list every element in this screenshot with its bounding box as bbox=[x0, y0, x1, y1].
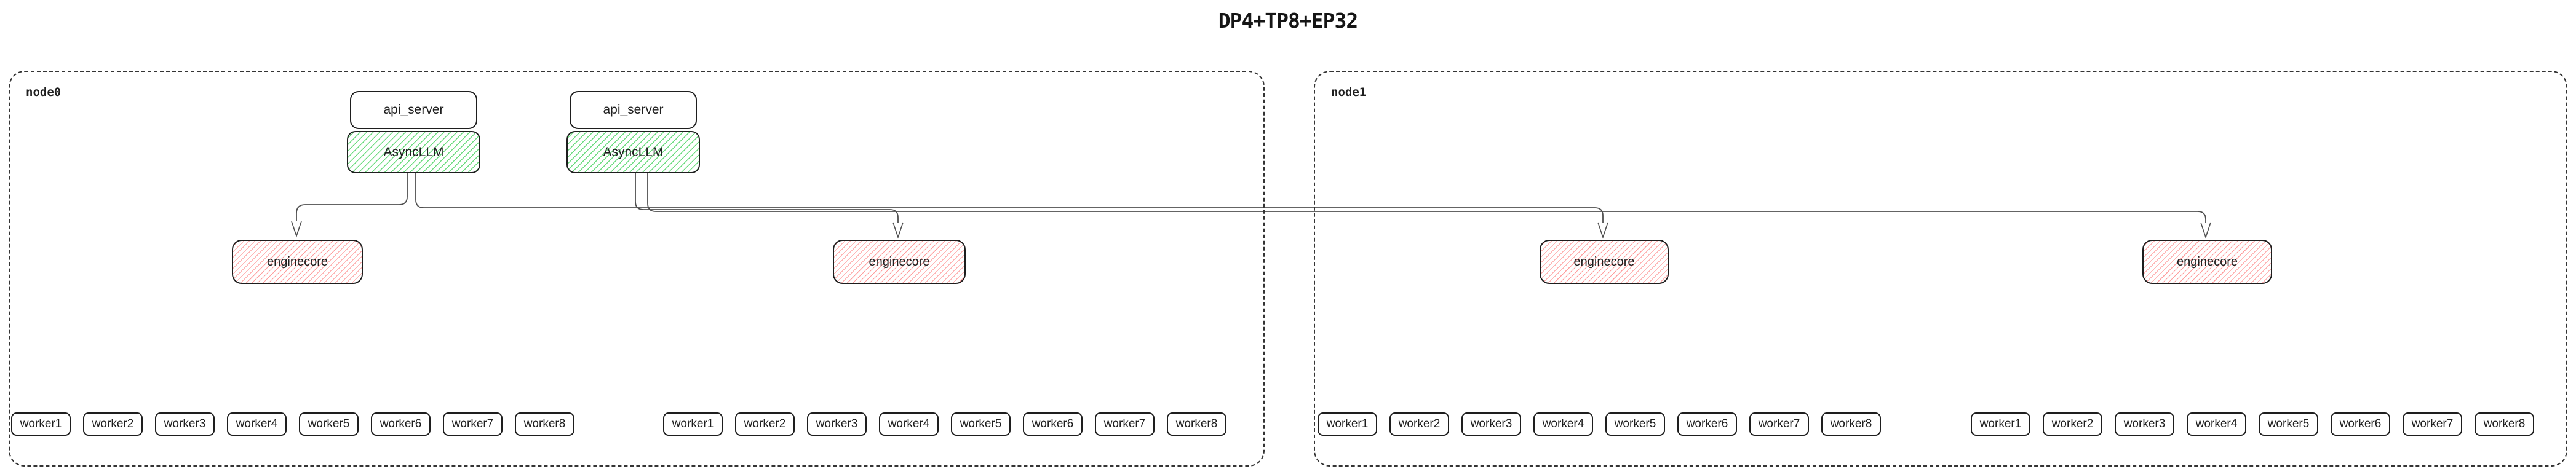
worker-box: worker8 bbox=[1821, 412, 1881, 436]
arrowhead bbox=[291, 221, 302, 238]
worker-box: worker5 bbox=[1605, 412, 1665, 436]
worker-box: worker5 bbox=[299, 412, 359, 436]
enginecore-box: enginecore bbox=[2142, 240, 2272, 284]
connector-asyncllm1-to-enginecore3 bbox=[415, 173, 1604, 223]
worker-box: worker5 bbox=[2259, 412, 2318, 436]
worker-box: worker4 bbox=[2187, 412, 2246, 436]
worker-box: worker6 bbox=[1023, 412, 1083, 436]
worker-box: worker7 bbox=[1749, 412, 1809, 436]
worker-box: worker8 bbox=[1167, 412, 1226, 436]
enginecore-box: enginecore bbox=[232, 240, 363, 284]
connector-asyncllm1-to-enginecore1 bbox=[296, 173, 408, 221]
worker-box: worker2 bbox=[1389, 412, 1449, 436]
connector-asyncllm2-to-enginecore4 bbox=[647, 173, 2206, 223]
worker-box: worker6 bbox=[2331, 412, 2390, 436]
worker-box: worker8 bbox=[515, 412, 574, 436]
worker-box: worker5 bbox=[951, 412, 1011, 436]
worker-box: worker1 bbox=[1318, 412, 1377, 436]
api-server-box: api_server bbox=[350, 91, 477, 129]
worker-group: worker1 worker2 worker3 worker4 worker5 worke… bbox=[663, 412, 1226, 436]
worker-box: worker4 bbox=[227, 412, 287, 436]
node0-container: node0 api_server AsyncLLM api_server Asy… bbox=[9, 71, 1265, 467]
worker-box: worker1 bbox=[1971, 412, 2030, 436]
worker-box: worker8 bbox=[2475, 412, 2534, 436]
asyncllm-box: AsyncLLM bbox=[566, 131, 700, 173]
worker-box: worker4 bbox=[1533, 412, 1593, 436]
node0-label: node0 bbox=[26, 85, 62, 99]
worker-box: worker3 bbox=[1461, 412, 1521, 436]
worker-box: worker2 bbox=[83, 412, 143, 436]
arrowhead bbox=[1597, 222, 1608, 239]
api-server-box: api_server bbox=[570, 91, 697, 129]
worker-box: worker7 bbox=[1095, 412, 1155, 436]
worker-box: worker7 bbox=[443, 412, 503, 436]
enginecore-box: enginecore bbox=[1540, 240, 1669, 284]
arrowhead bbox=[892, 222, 904, 239]
node1-label: node1 bbox=[1331, 85, 1367, 99]
worker-group: worker1 worker2 worker3 worker4 worker5 worke… bbox=[1971, 412, 2534, 436]
worker-box: worker4 bbox=[879, 412, 939, 436]
worker-box: worker6 bbox=[1677, 412, 1737, 436]
worker-box: worker2 bbox=[735, 412, 795, 436]
worker-group: worker1 worker2 worker3 worker4 worker5 worke… bbox=[1318, 412, 1881, 436]
worker-box: worker3 bbox=[2115, 412, 2174, 436]
diagram-title: DP4+TP8+EP32 bbox=[1218, 9, 1358, 33]
worker-box: worker1 bbox=[11, 412, 71, 436]
enginecore-box: enginecore bbox=[833, 240, 966, 284]
worker-box: worker6 bbox=[371, 412, 431, 436]
asyncllm-box: AsyncLLM bbox=[347, 131, 480, 173]
worker-box: worker1 bbox=[663, 412, 723, 436]
worker-box: worker7 bbox=[2403, 412, 2462, 436]
worker-box: worker3 bbox=[807, 412, 867, 436]
arrowhead bbox=[2200, 222, 2211, 239]
worker-box: worker2 bbox=[2043, 412, 2102, 436]
worker-group: worker1 worker2 worker3 worker4 worker5 worke… bbox=[11, 412, 574, 436]
connector-asyncllm2-to-enginecore2 bbox=[635, 173, 899, 223]
worker-box: worker3 bbox=[155, 412, 215, 436]
